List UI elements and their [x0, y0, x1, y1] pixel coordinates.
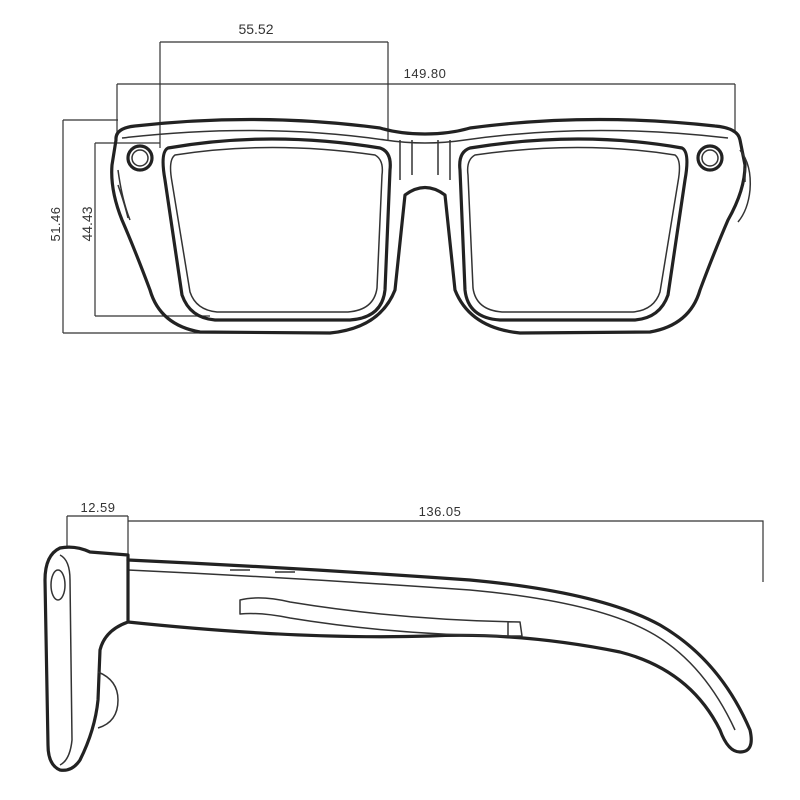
lens-height-dimension: 44.43	[79, 142, 210, 317]
left-hinge-circle-inner	[131, 149, 149, 167]
frame-outline	[110, 117, 747, 335]
right-hinge-circle-inner	[701, 149, 719, 167]
nose-pad	[97, 671, 119, 729]
frame-height-dimension: 51.46	[48, 119, 240, 334]
front-view: 55.52 149.80 51.46 44.43	[48, 21, 752, 335]
side-view: 12.59 136.05	[43, 500, 764, 772]
left-lens-inner	[169, 146, 384, 313]
right-hinge-circle	[696, 144, 724, 172]
side-hinge-oval	[50, 569, 66, 601]
right-temple-stub	[737, 149, 752, 223]
left-temple-stub	[117, 169, 131, 221]
front-depth-label: 12.59	[80, 500, 115, 515]
temple-slot	[239, 597, 523, 637]
temple-arm	[126, 558, 753, 754]
lens-width-label: 55.52	[238, 21, 273, 37]
frame-height-label: 51.46	[48, 206, 63, 241]
front-depth-dimension: 12.59	[66, 500, 129, 555]
frame-top-edge	[121, 129, 729, 144]
lens-width-dimension: 55.52	[159, 21, 389, 148]
right-lens-inner	[466, 146, 681, 313]
left-lens	[161, 137, 392, 322]
left-hinge-circle	[126, 144, 154, 172]
bridge	[399, 140, 451, 180]
temple-buttons	[230, 569, 295, 573]
total-width-dimension: 149.80	[116, 66, 736, 135]
temple-length-label: 136.05	[419, 504, 462, 519]
temple-arm-inner	[127, 569, 736, 731]
total-width-label: 149.80	[404, 66, 447, 81]
front-piece	[43, 545, 130, 772]
lens-height-label: 44.43	[79, 206, 95, 241]
right-lens	[458, 137, 689, 322]
temple-length-dimension: 136.05	[128, 504, 764, 582]
front-piece-edge	[59, 554, 73, 766]
